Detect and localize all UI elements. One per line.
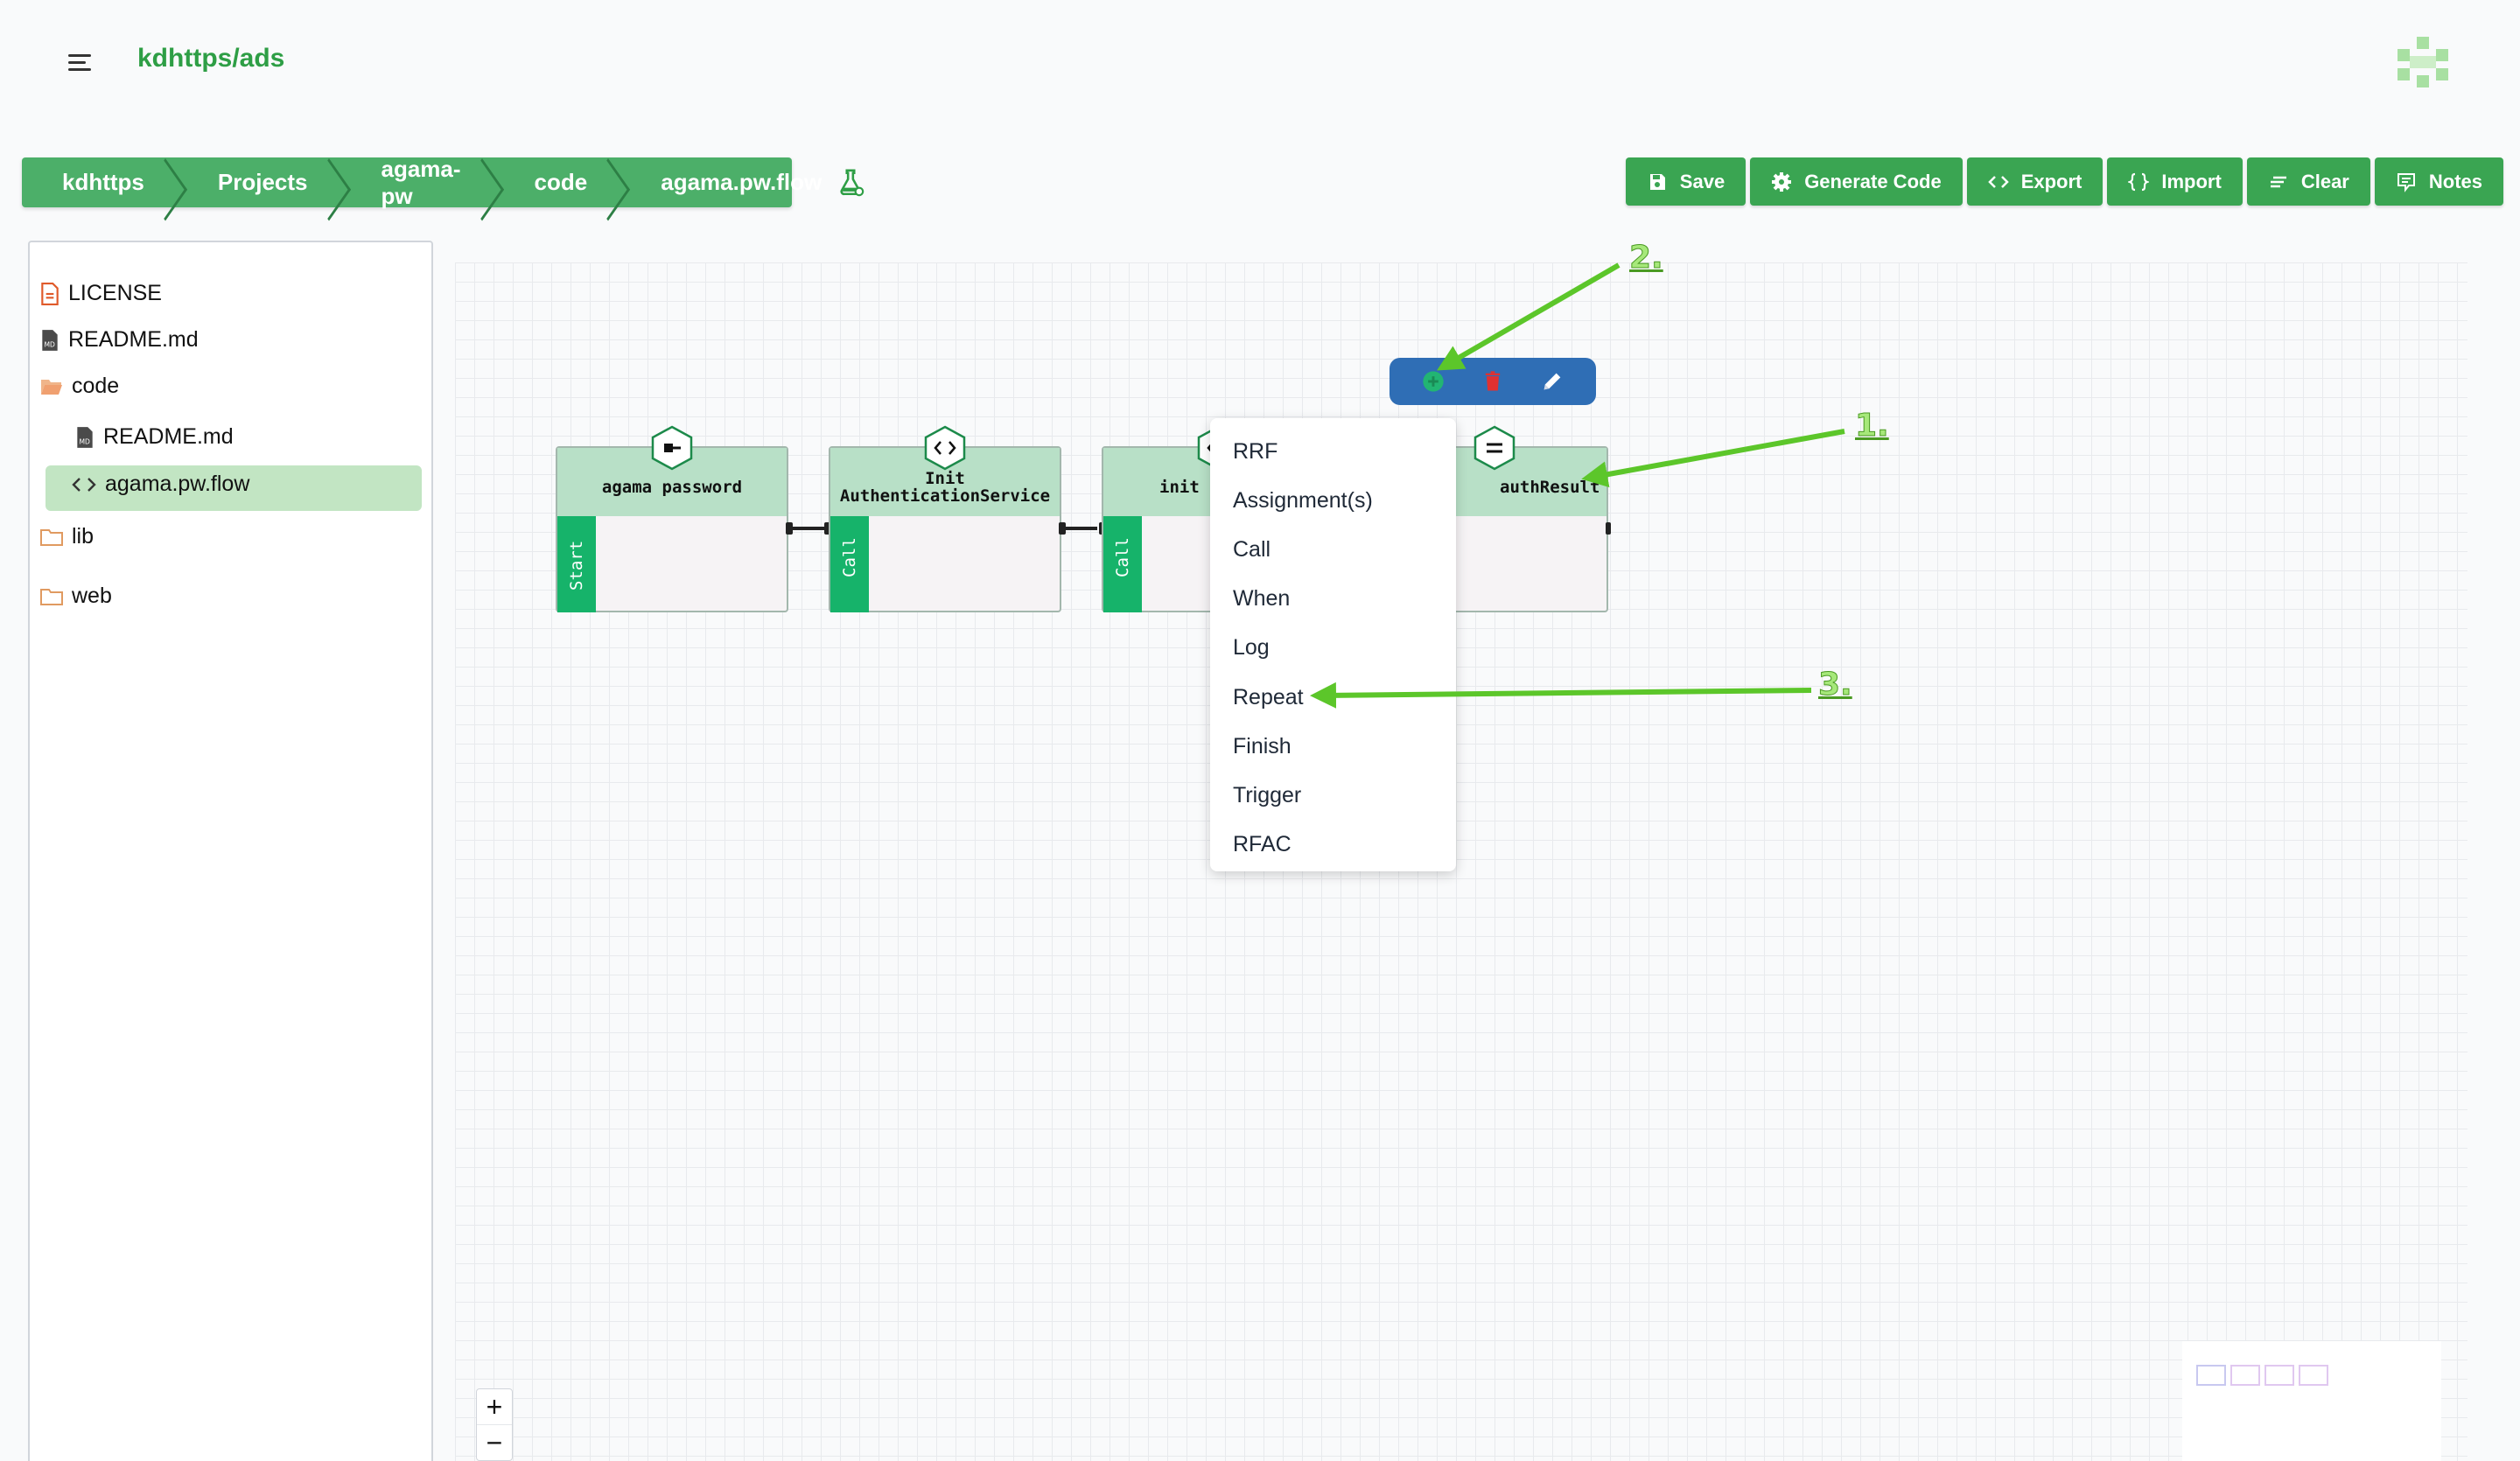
- folder-icon: [40, 528, 63, 546]
- tree-label-web: web: [72, 584, 112, 608]
- minimap-node: [2230, 1365, 2260, 1386]
- minimap-node: [2299, 1365, 2328, 1386]
- avatar[interactable]: [2398, 37, 2448, 87]
- folder-open-icon: [41, 379, 62, 395]
- add-node-menu: RRF Assignment(s) Call When Log Repeat F…: [1210, 418, 1456, 871]
- app-title: kdhttps/ads: [137, 44, 285, 73]
- generate-code-label: Generate Code: [1804, 170, 1942, 192]
- file-text-icon: [41, 282, 59, 305]
- node-type-label: Start: [567, 540, 586, 591]
- breadcrumb-item-code[interactable]: code: [534, 169, 588, 195]
- tree-item-readme-root[interactable]: MD README.md: [40, 327, 199, 353]
- notes-label: Notes: [2428, 170, 2482, 192]
- tree-item-web-folder[interactable]: web: [40, 584, 112, 609]
- clear-button[interactable]: Clear: [2246, 157, 2370, 206]
- tree-item-readme-code[interactable]: MD README.md: [75, 424, 234, 450]
- tree-item-code-folder[interactable]: code: [40, 374, 119, 399]
- output-port[interactable]: [786, 522, 793, 535]
- notes-icon: [2397, 172, 2415, 192]
- menu-item-assignments[interactable]: Assignment(s): [1233, 487, 1373, 513]
- gear-icon: [1772, 171, 1792, 192]
- zoom-out-button[interactable]: −: [486, 1427, 503, 1458]
- save-icon: [1649, 173, 1665, 190]
- zoom-in-button[interactable]: +: [477, 1389, 512, 1425]
- tree-label-lib: lib: [72, 524, 94, 549]
- flow-node-start[interactable]: agama password Start: [556, 425, 788, 612]
- svg-text:MD: MD: [45, 340, 56, 348]
- node-type-strip: Start: [557, 516, 596, 612]
- menu-item-finish[interactable]: Finish: [1233, 733, 1292, 758]
- breadcrumb-item-agama-pw[interactable]: agama-pw: [381, 155, 461, 209]
- flow-node-init-auth[interactable]: Init AuthenticationService Call: [829, 425, 1061, 612]
- minimap[interactable]: [2182, 1341, 2441, 1461]
- code-icon: [72, 477, 96, 492]
- menu-item-when[interactable]: When: [1233, 586, 1291, 612]
- breadcrumb-item-projects[interactable]: Projects: [217, 169, 308, 195]
- code-node-icon: [924, 425, 966, 471]
- export-button[interactable]: Export: [1966, 157, 2104, 206]
- generate-code-button[interactable]: Generate Code: [1750, 157, 1963, 206]
- menu-item-rrf[interactable]: RRF: [1233, 438, 1278, 464]
- folder-icon: [40, 588, 63, 605]
- svg-text:MD: MD: [80, 437, 91, 445]
- output-port[interactable]: [1606, 522, 1611, 535]
- tree-label-readme-code: README.md: [103, 424, 234, 449]
- add-node-icon[interactable]: [1421, 369, 1446, 394]
- menu-toggle-icon[interactable]: [68, 54, 91, 72]
- menu-item-log[interactable]: Log: [1233, 635, 1270, 661]
- node-type-label: Call: [840, 537, 859, 577]
- clear-icon: [2270, 176, 2286, 187]
- flow-canvas[interactable]: [455, 262, 2468, 1461]
- notes-button[interactable]: Notes: [2374, 157, 2503, 206]
- zoom-controls: + −: [476, 1388, 513, 1461]
- menu-item-trigger[interactable]: Trigger: [1233, 782, 1302, 807]
- tree-selection-highlight: [46, 465, 422, 511]
- assignment-node-icon: [1474, 425, 1516, 471]
- braces-icon: [2128, 172, 2150, 191]
- node-title-text: authResult: [1500, 478, 1600, 497]
- save-label: Save: [1679, 170, 1726, 192]
- tree-label-license: LICENSE: [68, 281, 162, 305]
- tree-item-lib-folder[interactable]: lib: [40, 524, 94, 549]
- node-title-text: init: [1159, 478, 1200, 497]
- annotation-label-1: 1.: [1855, 408, 1890, 444]
- export-label: Export: [2020, 170, 2082, 192]
- annotation-label-3: 3.: [1818, 667, 1853, 703]
- import-button[interactable]: Import: [2107, 157, 2243, 206]
- menu-item-call[interactable]: Call: [1233, 536, 1271, 562]
- save-button[interactable]: Save: [1625, 157, 1746, 206]
- node-action-toolbar: [1390, 358, 1596, 405]
- minimap-node: [2196, 1365, 2226, 1386]
- connector-line: [793, 527, 824, 530]
- code-icon: [1987, 175, 2009, 188]
- start-node-icon: [651, 425, 693, 471]
- tree-label-readme-root: README.md: [68, 327, 199, 352]
- flask-icon[interactable]: [836, 168, 865, 198]
- node-type-label: Call: [1113, 537, 1132, 577]
- tree-label-flow: agama.pw.flow: [105, 472, 250, 496]
- output-port[interactable]: [1059, 522, 1066, 535]
- tree-item-flow[interactable]: agama.pw.flow: [72, 472, 249, 497]
- tree-label-code: code: [72, 374, 120, 398]
- breadcrumb: kdhttps Projects agama-pw code agama.pw.…: [22, 155, 822, 209]
- connector-line: [1066, 527, 1097, 530]
- tree-item-license[interactable]: LICENSE: [40, 281, 162, 306]
- breadcrumb-item-flow[interactable]: agama.pw.flow: [661, 169, 822, 195]
- node-type-strip: Call: [1103, 516, 1142, 612]
- markdown-file-icon: MD: [42, 329, 58, 351]
- menu-item-repeat[interactable]: Repeat: [1233, 684, 1304, 710]
- menu-item-rfac[interactable]: RFAC: [1233, 832, 1292, 857]
- minimap-node: [2264, 1365, 2294, 1386]
- file-tree: LICENSE MD README.md code MD README.md a…: [28, 241, 433, 1461]
- clear-label: Clear: [2300, 170, 2349, 192]
- input-port[interactable]: [824, 522, 831, 535]
- breadcrumb-item-kdhttps[interactable]: kdhttps: [62, 169, 144, 195]
- import-label: Import: [2161, 170, 2222, 192]
- annotation-label-2: 2.: [1629, 240, 1664, 276]
- delete-icon[interactable]: [1480, 369, 1505, 394]
- edit-pencil-icon[interactable]: [1540, 369, 1564, 394]
- toolbar: Save Generate Code Export Import Clear N…: [1625, 157, 2503, 206]
- node-type-strip: Call: [830, 516, 869, 612]
- markdown-file-icon: MD: [77, 426, 93, 448]
